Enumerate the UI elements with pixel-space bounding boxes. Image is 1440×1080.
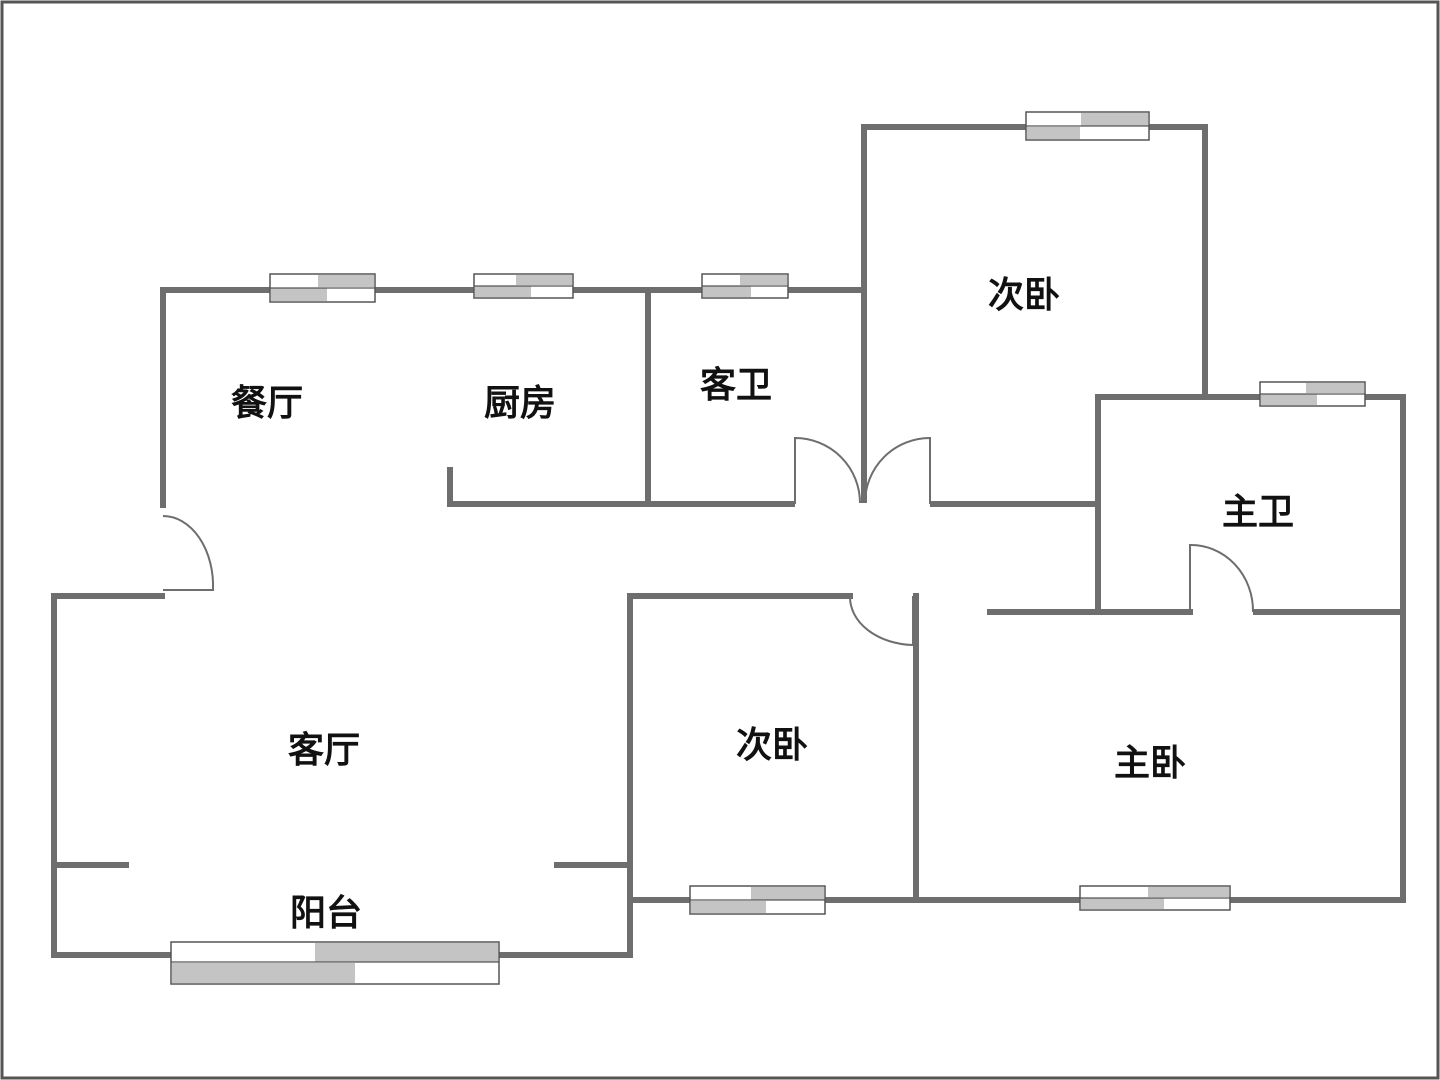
window-kitchen <box>473 273 574 299</box>
room-label-living-room: 客厅 <box>288 730 360 771</box>
window-master-bath <box>1259 381 1366 407</box>
room-labels: 餐厅 厨房 客卫 次卧 主卫 客厅 次卧 主卧 阳台 <box>231 275 1294 934</box>
window-master-bedroom <box>1079 885 1231 911</box>
room-label-balcony: 阳台 <box>290 893 362 934</box>
window-bedroom-north <box>1025 111 1150 141</box>
window-dining <box>269 273 376 303</box>
window-balcony <box>170 941 500 985</box>
door-guest-bath <box>794 436 861 504</box>
window-bedroom-south <box>689 885 826 915</box>
doors <box>162 436 1255 647</box>
door-master-bath <box>1189 543 1255 613</box>
door-bedroom-south <box>848 595 914 647</box>
door-bedroom-north <box>864 436 931 504</box>
door-entry <box>162 514 215 591</box>
room-label-guest-bathroom: 客卫 <box>700 365 772 406</box>
room-label-master-bedroom: 主卧 <box>1114 743 1186 784</box>
room-label-kitchen: 厨房 <box>484 383 556 424</box>
room-label-secondary-bedroom-north: 次卧 <box>988 275 1060 316</box>
window-guest-bath <box>701 273 789 299</box>
room-label-master-bathroom: 主卫 <box>1222 492 1294 533</box>
windows <box>170 111 1366 985</box>
room-label-dining: 餐厅 <box>231 383 303 424</box>
room-label-secondary-bedroom-south: 次卧 <box>736 725 808 766</box>
walls <box>51 124 1406 958</box>
